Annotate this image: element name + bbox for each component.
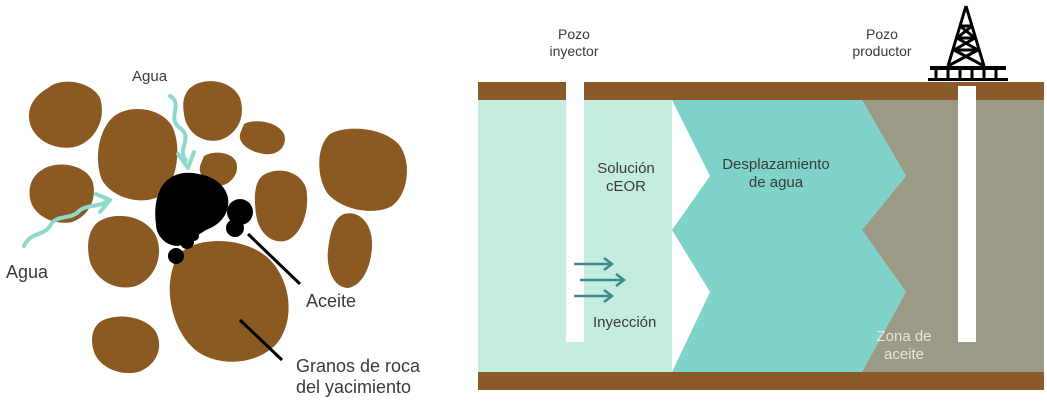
rock-grains-label: Granos de roca del yacimiento (296, 356, 421, 398)
water-arrow-top (168, 94, 188, 162)
rock-leader-line (238, 318, 284, 362)
water-arrow-top-head (176, 150, 196, 170)
oil-droplet (189, 231, 199, 241)
water-arrow-left-head (94, 192, 112, 214)
rock-grain (28, 81, 102, 148)
oil-derrick-icon (928, 5, 1008, 81)
rock-grain (92, 316, 160, 374)
producer-well-label: Pozo productor (852, 26, 912, 59)
rock-grain (88, 215, 160, 288)
oil-label: Aceite (306, 291, 357, 311)
rock-grain (327, 213, 372, 288)
top-rock-layer (478, 82, 1044, 100)
oil-leader-line (246, 232, 302, 286)
water-top-label: Agua (132, 68, 168, 85)
rock-grain (183, 81, 242, 141)
ceor-solution-label: Solución cEOR (597, 160, 655, 195)
injection-arrow-head (603, 257, 615, 271)
leader-lines (238, 232, 302, 362)
water-arrow-left (22, 200, 108, 248)
water-displacement-label: Desplazamiento de agua (722, 156, 830, 191)
rock-grain (29, 164, 94, 223)
reservoir-cross-section (478, 5, 1044, 390)
water-left-label: Agua (6, 262, 49, 282)
oil-droplet (227, 199, 253, 225)
rock-grain (254, 170, 308, 242)
oil-blob (155, 172, 229, 246)
oil-zone-label: Zona de aceite (876, 328, 932, 363)
rock-grain (169, 240, 289, 362)
injection-arrow-head (615, 273, 627, 287)
oil-zone (862, 100, 1044, 372)
producer-well-pipe (958, 86, 976, 342)
bottom-rock-layer (478, 372, 1044, 390)
rock-grain (239, 121, 285, 155)
water-arrows (22, 94, 196, 248)
pore-scale-view (22, 81, 407, 374)
injection-label: Inyección (593, 314, 657, 331)
oil-droplet (226, 219, 244, 237)
rock-grain (97, 108, 178, 201)
oil-droplets (155, 172, 253, 264)
injection-arrows (574, 257, 627, 303)
rock-grain (319, 128, 407, 211)
injection-arrow-head (603, 289, 615, 303)
rock-grains (28, 81, 407, 374)
oil-droplet (168, 248, 184, 264)
water-displacement-zone (672, 100, 906, 372)
injector-well-pipe (566, 78, 584, 342)
injector-well-label: Pozo inyector (549, 26, 599, 59)
